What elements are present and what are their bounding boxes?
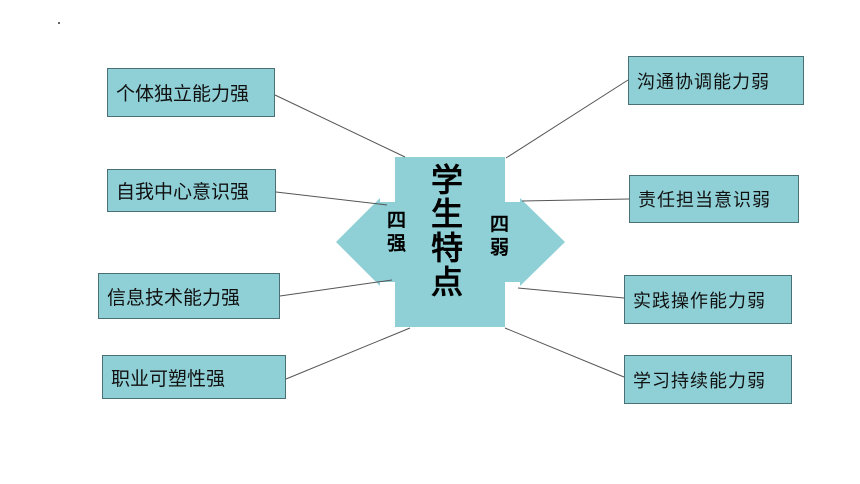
diagram-title: 学生特点 [426, 163, 464, 299]
strength-box: 自我中心意识强 [107, 169, 276, 212]
strength-box: 职业可塑性强 [102, 355, 286, 399]
strength-box: 信息技术能力强 [98, 273, 280, 319]
strength-label: 信息技术能力强 [107, 286, 241, 309]
weakness-box: 实践操作能力弱 [624, 275, 792, 324]
strengths-label: 四强 [384, 210, 406, 256]
connector-line-s4 [285, 327, 411, 380]
weakness-box: 沟通协调能力弱 [628, 56, 804, 105]
weakness-box: 学习持续能力弱 [624, 355, 792, 404]
central-double-arrow [336, 157, 565, 327]
weakness-label: 实践操作能力弱 [633, 290, 766, 312]
connector-line-w1 [505, 79, 629, 159]
weaknesses-label: 四弱 [487, 214, 509, 260]
connector-line-s1 [274, 94, 406, 158]
connector-line-s3 [279, 279, 393, 297]
connector-line-w4 [504, 327, 625, 378]
weakness-label: 学习持续能力弱 [633, 370, 766, 392]
strength-label: 个体独立能力强 [116, 83, 250, 105]
strength-label: 职业可塑性强 [111, 367, 226, 390]
strength-label: 自我中心意识强 [116, 181, 250, 203]
connector-line-s2 [275, 191, 388, 206]
weakness-label: 沟通协调能力弱 [637, 71, 770, 93]
connector-line-w2 [521, 198, 630, 202]
stray-dot [58, 22, 60, 24]
connector-line-w3 [517, 287, 625, 299]
strength-box: 个体独立能力强 [107, 68, 275, 117]
weakness-box: 责任担当意识弱 [629, 175, 799, 223]
weakness-label: 责任担当意识弱 [638, 190, 771, 211]
